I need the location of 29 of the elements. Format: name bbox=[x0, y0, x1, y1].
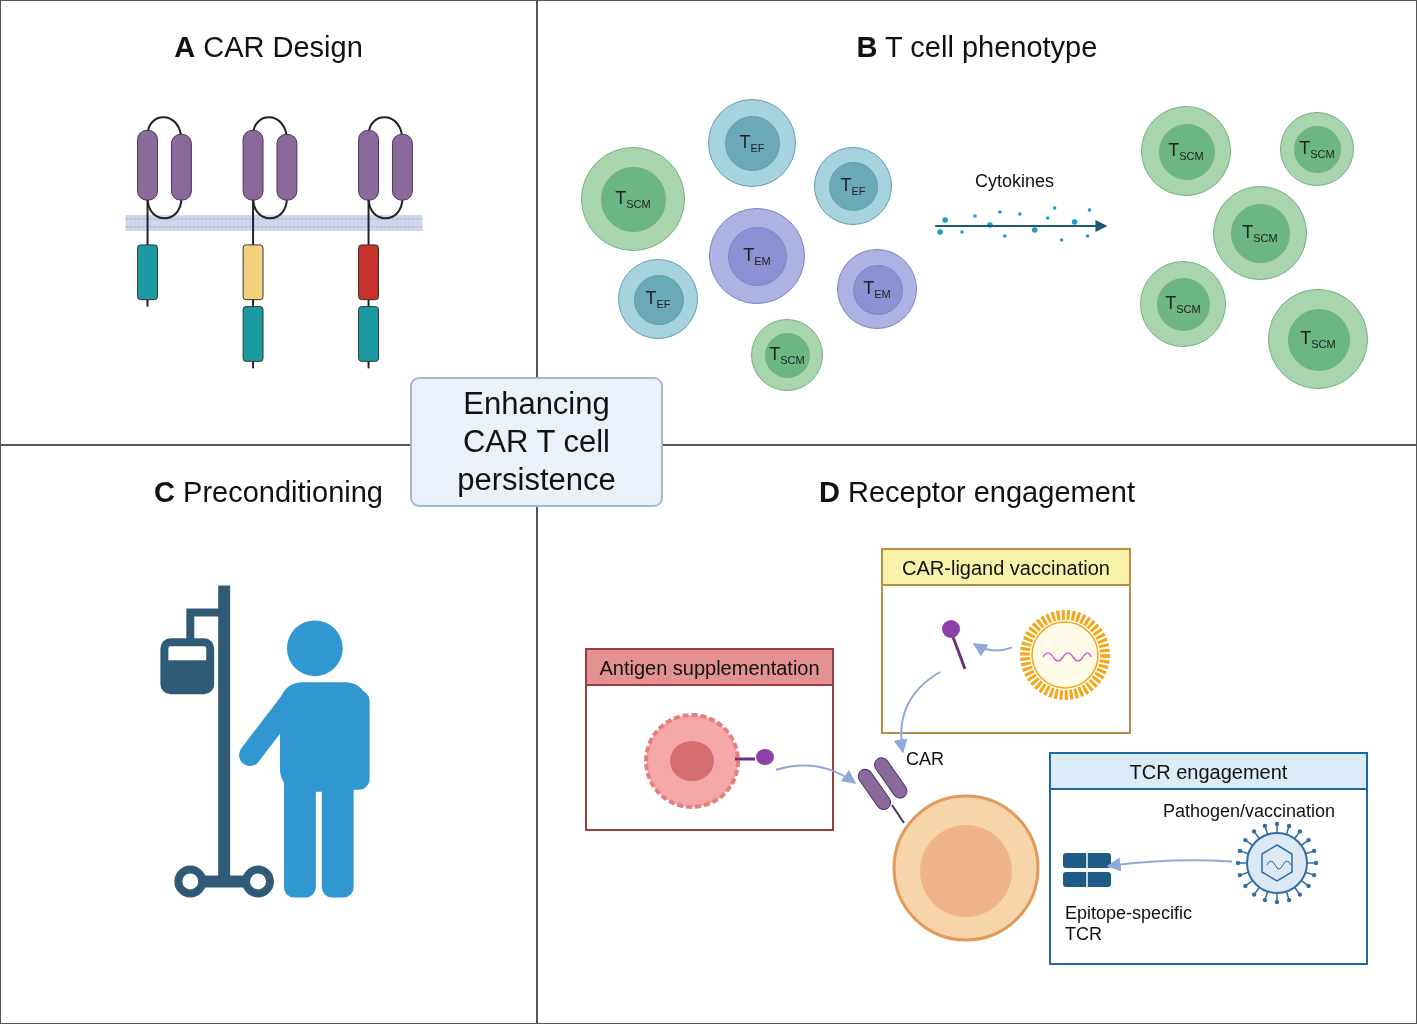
cell-label: T$_{EF}$ bbox=[644, 287, 672, 311]
box-header: TCR engagement bbox=[1051, 754, 1366, 790]
arrow bbox=[775, 764, 857, 784]
framed-box bbox=[881, 548, 1131, 734]
panel-title: B T cell phenotype bbox=[855, 31, 1099, 64]
cell-label: T$_{EF}$ bbox=[738, 131, 766, 155]
arrow-label: Cytokines bbox=[975, 171, 1055, 192]
caption-label: CAR bbox=[906, 749, 944, 770]
cell-label: T$_{SCM}$ bbox=[1164, 292, 1202, 316]
caption-label: Epitope-specific TCR bbox=[1065, 903, 1194, 945]
box-header: Antigen supplementation bbox=[587, 650, 832, 686]
framed-box bbox=[585, 648, 834, 831]
arrow bbox=[894, 671, 941, 754]
cell-label: T$_{EM}$ bbox=[742, 244, 772, 268]
cell-label: T$_{EM}$ bbox=[862, 277, 892, 301]
cell-label: T$_{SCM}$ bbox=[768, 343, 806, 367]
panel-title: A CAR Design bbox=[173, 31, 364, 64]
arrow bbox=[972, 642, 1013, 657]
framed-box bbox=[1049, 752, 1368, 965]
cell-label: T$_{SCM}$ bbox=[614, 187, 652, 211]
cell-label: T$_{SCM}$ bbox=[1167, 139, 1205, 163]
arrow bbox=[1106, 857, 1233, 872]
cell-label: T$_{SCM}$ bbox=[1241, 221, 1279, 245]
caption-label: Pathogen/vaccination bbox=[1163, 801, 1336, 822]
cell-label: T$_{EF}$ bbox=[839, 174, 867, 198]
title-box: Enhancing CAR T cell persistence bbox=[410, 377, 663, 507]
cell-label: T$_{SCM}$ bbox=[1299, 327, 1337, 351]
box-header: CAR-ligand vaccination bbox=[883, 550, 1129, 586]
cell-label: T$_{SCM}$ bbox=[1298, 137, 1336, 161]
